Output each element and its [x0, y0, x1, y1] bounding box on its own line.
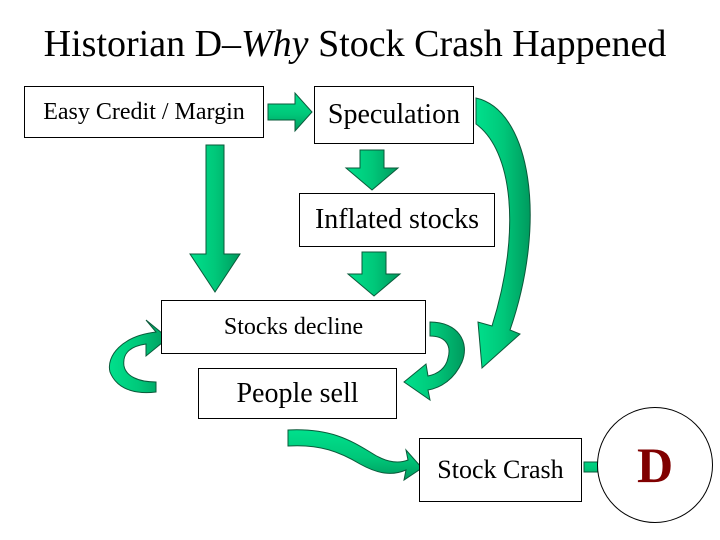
title-prefix: Historian D– — [43, 23, 242, 65]
node-stock-crash-label: Stock Crash — [437, 455, 564, 484]
node-easy-credit: Easy Credit / Margin — [24, 86, 264, 138]
badge-letter: D — [636, 437, 674, 493]
node-speculation-label: Speculation — [327, 99, 461, 130]
node-speculation: Speculation — [314, 86, 474, 144]
arrow-credit-to-decline — [189, 144, 241, 293]
node-people-sell: People sell — [198, 368, 397, 419]
node-people-sell-label: People sell — [236, 377, 359, 409]
arrow-speculation-to-inflated — [344, 149, 400, 191]
arrow-credit-to-speculation — [267, 91, 313, 133]
node-easy-credit-label: Easy Credit / Margin — [43, 98, 245, 125]
arrow-speculation-curve — [475, 97, 531, 370]
node-inflated-stocks-label: Inflated stocks — [314, 204, 480, 235]
node-stocks-decline-label: Stocks decline — [223, 313, 364, 340]
arrow-loop-right — [403, 321, 465, 402]
title-suffix: Stock Crash Happened — [308, 23, 667, 65]
node-stocks-decline: Stocks decline — [161, 300, 426, 354]
page-title: Historian D–Why Stock Crash Happened — [0, 22, 710, 66]
arrow-loop-left — [108, 319, 169, 394]
node-stock-crash: Stock Crash — [419, 438, 582, 502]
title-emphasis: Why — [241, 23, 309, 65]
arrow-sell-to-crash — [287, 429, 423, 482]
badge-circle-d: D — [597, 407, 713, 523]
arrow-inflated-to-decline — [346, 251, 402, 297]
node-inflated-stocks: Inflated stocks — [299, 193, 495, 247]
